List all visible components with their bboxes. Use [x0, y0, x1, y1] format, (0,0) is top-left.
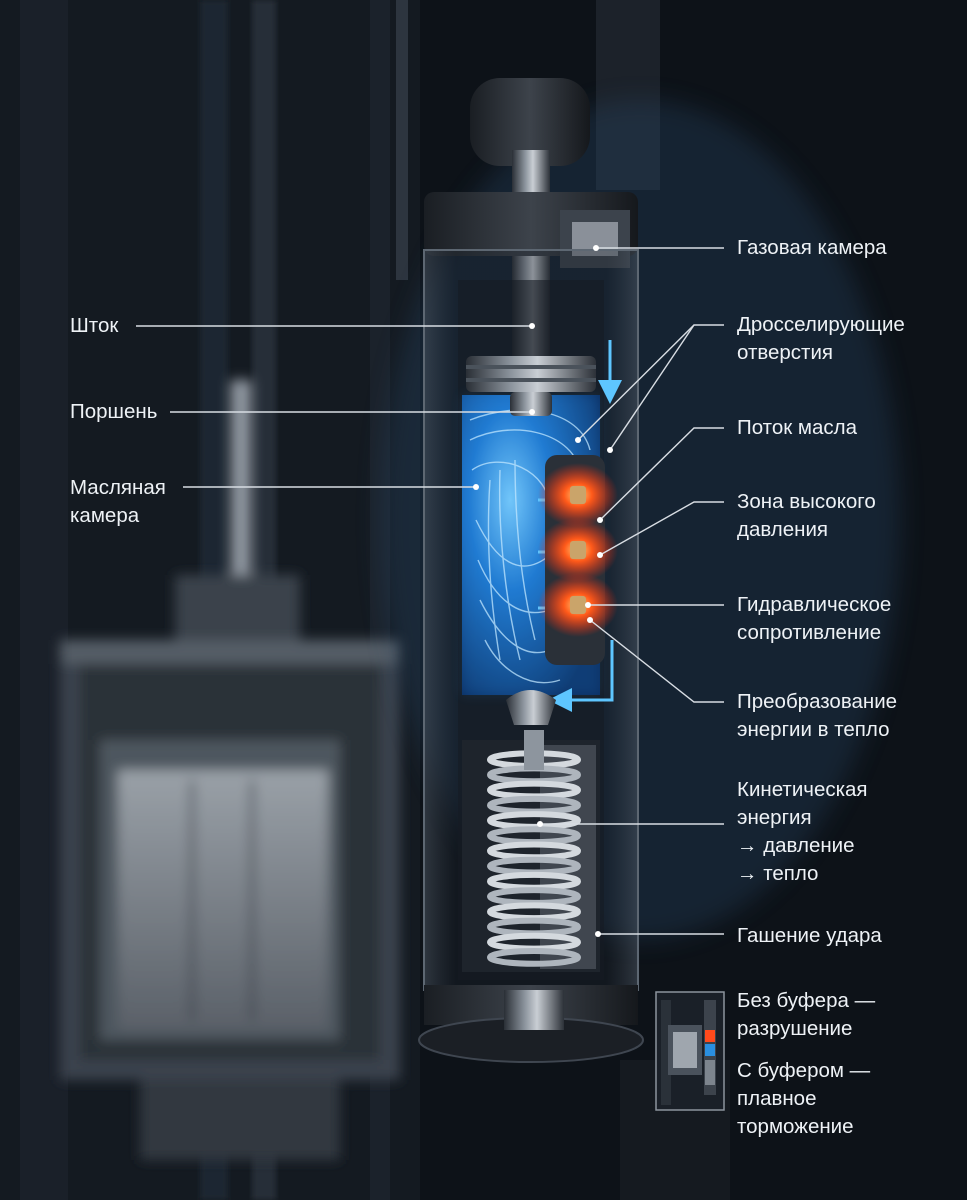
label-piston: Поршень [70, 400, 158, 423]
top-cap [470, 78, 590, 166]
callout-heat [589, 619, 724, 703]
inset-thumbnail [655, 991, 725, 1111]
label-oil-chamber: Масляная камера [70, 476, 166, 527]
label-oil-flow: Поток масла [737, 416, 858, 439]
label-throttle-holes: Дросселирующие отверстия [737, 313, 905, 364]
label-gas-chamber: Газовая камера [737, 236, 887, 259]
throttle-hole [570, 486, 586, 504]
lower-valve [506, 690, 556, 725]
throttle-column [538, 455, 618, 665]
label-hydraulic-resistance: Гидравлическое сопротивление [737, 593, 892, 644]
spring-guide [524, 730, 544, 770]
callout-lines [136, 245, 724, 937]
spring-chamber [462, 730, 600, 972]
piston [466, 356, 596, 416]
spring [487, 730, 581, 967]
label-with-buffer: С буфером — плавное торможение [737, 1059, 871, 1138]
label-without-buffer: Без буфера — разрушение [737, 989, 876, 1040]
callout-high-pressure [599, 501, 724, 556]
label-heat-conversion: Преобразование энергии в тепло [737, 690, 898, 741]
spring-coil [487, 948, 581, 967]
label-kinetic-energy: Кинетическая энергия → давление → тепло [737, 778, 868, 885]
elevator-cabin [60, 380, 400, 1160]
label-rod: Шток [70, 314, 119, 337]
buffer-assembly [418, 78, 644, 1063]
callout-oil-flow [599, 427, 724, 521]
label-high-pressure: Зона высокого давления [737, 490, 876, 541]
label-impact-damping: Гашение удара [737, 924, 882, 947]
